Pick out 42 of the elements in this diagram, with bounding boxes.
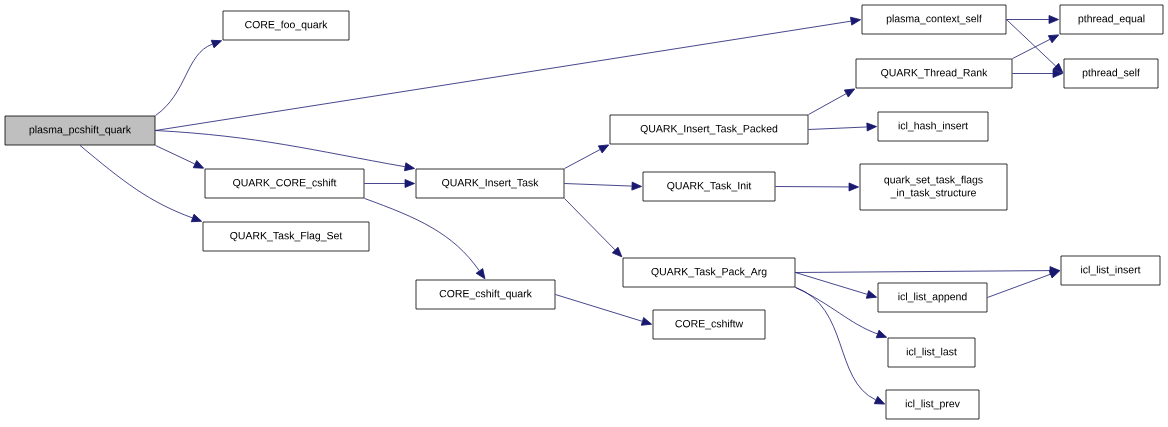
function-box: QUARK_CORE_cshift <box>204 168 365 199</box>
arrow <box>155 145 205 169</box>
function-box: icl_list_last <box>887 337 976 368</box>
arrow <box>564 144 610 169</box>
function-box: CORE_foo_quark <box>222 10 350 41</box>
function-box: QUARK_Thread_Rank <box>855 58 1013 89</box>
function-box: QUARK_Task_Pack_Arg <box>622 257 796 288</box>
arrow <box>564 181 642 191</box>
arrow <box>775 182 859 192</box>
function-box: QUARK_Insert_Task <box>415 168 565 199</box>
function-box: CORE_cshift_quark <box>415 279 556 310</box>
arrow <box>1012 34 1060 59</box>
arrow <box>364 179 415 188</box>
function-box: pthread_equal <box>1059 4 1164 35</box>
function-box: QUARK_Task_Flag_Set <box>202 221 370 252</box>
arrow <box>808 122 877 132</box>
arrow <box>1006 15 1059 24</box>
function-box: CORE_cshiftw <box>652 309 766 340</box>
arrow <box>795 287 886 405</box>
arrow <box>1012 69 1063 78</box>
function-box: QUARK_Insert_Task_Packed <box>609 114 809 145</box>
function-box: icl_list_insert <box>1060 255 1161 286</box>
arrow <box>155 130 415 172</box>
arrow <box>79 145 202 223</box>
arrow <box>555 294 652 326</box>
arrow <box>795 266 1060 275</box>
function-box: plasma_context_self <box>861 4 1007 35</box>
arrow <box>364 198 486 280</box>
arrow <box>155 39 222 116</box>
function-box: icl_list_prev <box>885 389 980 420</box>
arrow <box>987 270 1060 298</box>
arrow <box>808 88 856 115</box>
function-box: QUARK_Task_Init <box>642 171 776 202</box>
function-box: icl_hash_insert <box>877 111 989 142</box>
arrow <box>1006 19 1064 74</box>
arrow <box>564 198 623 258</box>
arrow <box>795 272 877 299</box>
arrow <box>155 16 861 131</box>
function-box: pthread_self <box>1063 58 1159 89</box>
function-box: icl_list_append <box>877 282 988 313</box>
function-box: plasma_pcshift_quark <box>4 115 156 146</box>
function-box: quark_set_task_flags _in_task_structure <box>859 163 1008 211</box>
